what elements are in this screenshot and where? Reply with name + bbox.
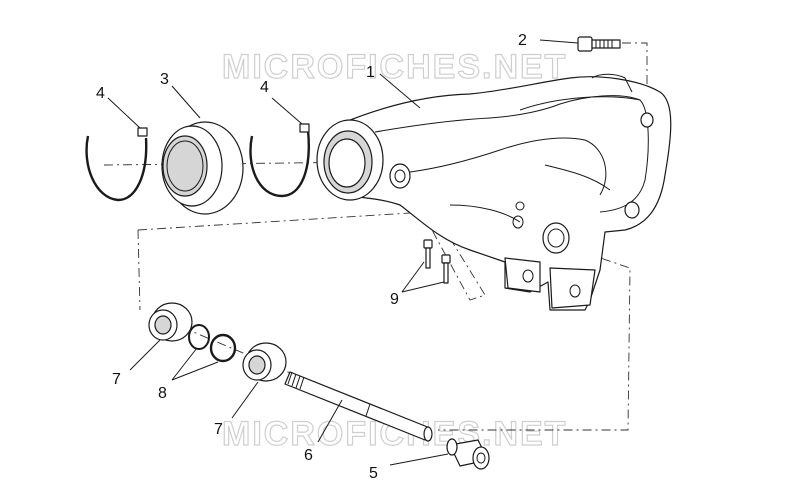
callout-3: 3 xyxy=(160,71,169,88)
swing-arm-part-1 xyxy=(316,73,672,311)
callout-5: 5 xyxy=(369,465,378,482)
circlip-part-8-left xyxy=(188,324,210,350)
pivot-shaft-part-6 xyxy=(284,371,433,442)
clamp-part-4-right xyxy=(249,123,310,198)
callout-6: 6 xyxy=(304,447,313,464)
callout-8: 8 xyxy=(158,385,167,402)
screw-part-9-b xyxy=(441,254,451,284)
rubber-boot-part-3 xyxy=(161,121,244,215)
leader-lines xyxy=(107,39,579,466)
callout-7-left: 7 xyxy=(112,371,121,388)
callout-9: 9 xyxy=(390,291,399,308)
callout-7-right: 7 xyxy=(214,421,223,438)
bolt-part-2 xyxy=(577,36,621,52)
callout-1: 1 xyxy=(366,64,375,81)
bearing-part-7-right xyxy=(242,342,287,382)
bearing-part-7-left xyxy=(148,302,193,342)
callout-4-left: 4 xyxy=(96,85,105,102)
callout-2: 2 xyxy=(518,32,527,49)
bushing-part-5 xyxy=(446,438,490,470)
circlip-part-8-right xyxy=(209,333,237,363)
screw-part-9-a xyxy=(423,239,433,269)
watermark-top: MICROFICHES.NET xyxy=(222,48,567,86)
callout-4-right: 4 xyxy=(260,79,269,96)
clamp-part-4-left xyxy=(85,127,148,202)
